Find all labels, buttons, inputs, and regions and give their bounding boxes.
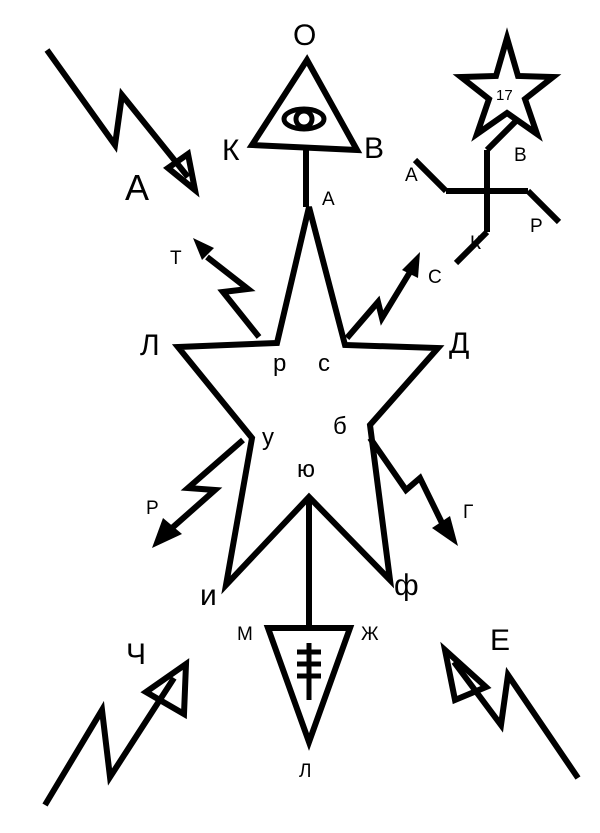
label-star-right-tip: Д bbox=[449, 327, 469, 360]
cross-symbol bbox=[412, 116, 562, 266]
lightning-arrowhead bbox=[402, 252, 420, 278]
lightning-bottom-right bbox=[440, 641, 581, 780]
cross-arm-top bbox=[484, 116, 521, 153]
label-star-top: А bbox=[322, 189, 335, 210]
label-eye-left: К bbox=[222, 134, 240, 167]
label-star-inner-right-top: с bbox=[318, 350, 330, 377]
label-lightning-upper-left: Т bbox=[170, 248, 182, 269]
lower-triangle bbox=[263, 625, 355, 751]
label-star-inner-left: у bbox=[262, 424, 274, 451]
label-cross-bottom: К bbox=[470, 233, 481, 254]
lightning-upper-right bbox=[344, 252, 420, 340]
label-star-inner-bottom: ю bbox=[297, 456, 315, 483]
label-small-star-number: 17 bbox=[496, 87, 513, 104]
lightning-lower-right bbox=[367, 436, 458, 546]
label-lightning-top-left: А bbox=[125, 167, 149, 208]
lightning-arrowhead bbox=[163, 148, 200, 198]
lightning-bolt bbox=[170, 437, 245, 531]
lightning-lower-left bbox=[152, 437, 245, 548]
small-star-icon bbox=[452, 27, 562, 142]
label-star-inner-left-top: р bbox=[273, 350, 286, 377]
label-star-left-tip: Л bbox=[140, 329, 160, 362]
label-cross-left: А bbox=[405, 165, 418, 186]
eye-triangle bbox=[246, 54, 363, 154]
lightning-arrowhead bbox=[193, 238, 214, 260]
label-lightning-bottom-left: Ч bbox=[126, 638, 146, 671]
label-lower-triangle-right: Ж bbox=[361, 624, 379, 645]
lightning-top-left bbox=[44, 48, 200, 198]
lightning-bolt bbox=[42, 676, 177, 807]
lightning-bolt bbox=[205, 254, 262, 339]
lightning-bottom-left bbox=[42, 658, 190, 807]
lightning-upper-left bbox=[193, 238, 262, 339]
lightning-arrowhead bbox=[152, 518, 182, 548]
label-cross-right: Р bbox=[530, 216, 543, 237]
label-star-bottom-right-tip: ф bbox=[394, 569, 419, 602]
lower-triangle-group bbox=[263, 497, 355, 751]
label-lightning-upper-right: С bbox=[428, 267, 442, 288]
label-eye-right: В bbox=[364, 132, 384, 165]
lightning-bolt bbox=[44, 48, 191, 179]
label-lightning-lower-left: Р bbox=[146, 498, 159, 519]
label-star-bottom-left-tip: и bbox=[200, 579, 217, 612]
lightning-bolt bbox=[367, 436, 446, 527]
lightning-arrowhead bbox=[432, 516, 458, 546]
cross-arm-bottom bbox=[453, 229, 490, 266]
lightning-arrowhead bbox=[140, 658, 190, 720]
eye-triangle-group bbox=[246, 54, 363, 207]
lightning-arrowhead bbox=[440, 641, 492, 705]
label-lower-triangle-left: М bbox=[237, 624, 253, 645]
eye-pupil-icon bbox=[293, 108, 315, 130]
label-lightning-lower-right: Г bbox=[463, 502, 473, 523]
label-lightning-bottom-right: Е bbox=[490, 624, 510, 657]
label-star-inner-right: б bbox=[333, 413, 347, 440]
label-cross-top: В bbox=[514, 145, 527, 166]
label-lower-triangle-bottom: Л bbox=[299, 761, 311, 782]
cross-arm-left bbox=[412, 157, 449, 194]
label-eye-top: О bbox=[293, 19, 316, 52]
lightning-bolt bbox=[344, 270, 413, 340]
lightning-bolt bbox=[451, 660, 581, 780]
cross-arm-right bbox=[525, 188, 562, 225]
